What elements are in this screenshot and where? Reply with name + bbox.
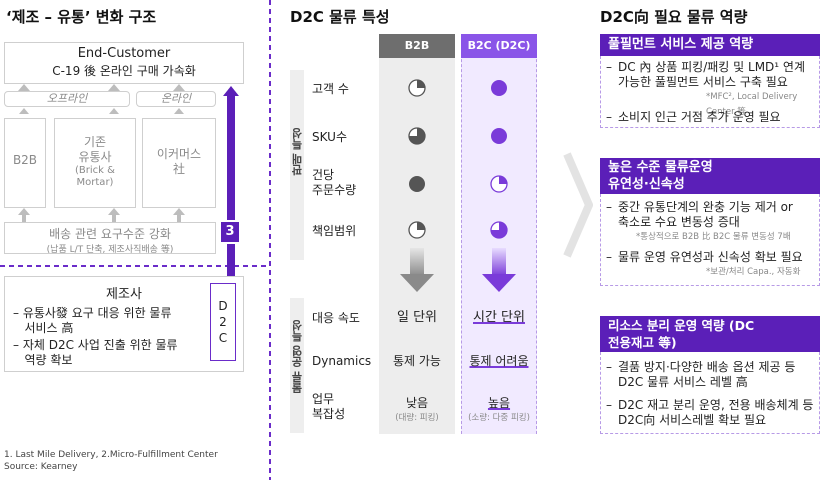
b2b-complexity: 낮음 (대량: 피킹): [379, 394, 455, 423]
d2c-vertical-label: D 2 C: [218, 299, 228, 345]
b2c-dynamics: 통제 어려움: [469, 354, 529, 368]
section1-note-1: *MFC², Local Delivery Center 等: [706, 92, 798, 117]
online-pill: 온라인: [136, 91, 216, 107]
harvey-b2b-sku: [408, 127, 426, 145]
row-label-sku: SKU수: [312, 130, 347, 144]
end-customer-box: End-Customer C-19 後 온라인 구매 가속화: [4, 42, 244, 84]
b2c-complexity: 높음 (소량: 다중 피킹): [461, 394, 537, 423]
chevron-right-icon: [563, 152, 593, 258]
harvey-b2b-customers: [408, 79, 426, 97]
b2b-box: B2B: [4, 118, 46, 208]
requirement-box: 배송 관련 요구수준 강화 (납품 L/T 단축, 제조사직배송 等): [4, 222, 216, 255]
section2-bullet-2-text: 물류 운영 유연성과 신속성 확보 필요: [618, 250, 803, 264]
section2-body: [600, 194, 820, 286]
row-label-order-qty: 건당 주문수량: [312, 168, 357, 197]
section3-body: [600, 352, 820, 434]
section2-header: 높은 수준 물류운영 유연성·신속성: [600, 158, 820, 194]
row-label-dynamics: Dynamics: [312, 354, 372, 368]
section1-bullet-2: – 소비지 인근 거점 추가 운영 필요: [606, 110, 816, 125]
step-badge: 3: [219, 220, 241, 244]
harvey-b2c-sku: [491, 128, 507, 144]
offline-pill: 오프라인: [4, 91, 130, 107]
purple-up-arrow: [223, 86, 239, 282]
section3-bullet-2: – D2C 재고 분리 운영, 전용 배송체계 등 D2C向 서비스레벨 확보 …: [606, 398, 816, 428]
harvey-b2c-responsibility: [490, 221, 508, 239]
group-sales-label: 판매 특성: [291, 128, 304, 176]
left-title: ‘제조 – 유통’ 변화 구조: [6, 8, 157, 26]
section2-note-2: *보관/처리 Capa., 자동화: [706, 267, 801, 277]
b2b-label: B2B: [12, 153, 38, 167]
harvey-b2c-order-qty: [490, 175, 508, 193]
section2-bullet-1-text: 중간 유통단계의 완충 기능 제거 or 축소로 수요 변동성 증대: [618, 200, 793, 229]
section3-header: 리소스 분리 운영 역량 (DC 전용재고 等): [600, 316, 820, 352]
b2c-complexity-value: 높음: [487, 396, 511, 410]
manufacturer-title: 제조사: [106, 287, 142, 302]
d2c-vertical-box: D 2 C: [210, 283, 236, 361]
section3-bullet-1: – 결품 방지·다양한 배송 옵션 제공 등 D2C 물류 서비스 레벨 高: [606, 360, 816, 390]
section1-bullet-1-text: DC 內 상품 피킹/패킹 및 LMD¹ 연계 가능한 풀필먼트 서비스 구축 …: [618, 60, 805, 89]
b2c-column-header: B2C (D2C): [461, 34, 537, 58]
up-arrows-low: [18, 208, 185, 222]
section1-bullet-2-text: 소비지 인근 거점 추가 운영 필요: [618, 110, 781, 124]
end-customer-sub: C-19 後 온라인 구매 가속화: [52, 64, 196, 78]
legacy-retailer-box: 기존 유통사 (Brick & Mortar): [54, 118, 136, 208]
b2c-complexity-sub: (소량: 다중 피킹): [468, 413, 530, 423]
section1-header: 풀필먼트 서비스 제공 역량: [600, 34, 820, 56]
group-logistics-bar: [290, 298, 304, 433]
legacy-sub: (Brick & Mortar): [75, 165, 115, 188]
b2b-dynamics: 통제 가능: [393, 354, 441, 368]
harvey-b2b-order-qty: [409, 176, 425, 192]
b2b-complexity-sub: (대량: 피킹): [395, 413, 439, 423]
ecommerce-label: 이커머스 社: [156, 147, 202, 176]
section2-bullet-1: – 중간 유통단계의 완충 기능 제거 or 축소로 수요 변동성 증대 *통상…: [606, 200, 816, 245]
group-sales-bar: [290, 70, 304, 260]
ecommerce-box: 이커머스 社: [142, 118, 216, 208]
legacy-label: 기존 유통사: [78, 135, 112, 164]
b2b-down-arrow: [400, 248, 434, 292]
section3-bullet-2-text: D2C 재고 분리 운영, 전용 배송체계 등 D2C向 서비스레벨 확보 필요: [618, 398, 814, 427]
section1-bullet-1: – DC 內 상품 피킹/패킹 및 LMD¹ 연계 가능한 풀필먼트 서비스 구…: [606, 60, 816, 120]
section3-bullet-1-text: 결품 방지·다양한 배송 옵션 제공 등 D2C 물류 서비스 레벨 高: [618, 360, 796, 389]
end-customer-title: End-Customer: [77, 46, 171, 61]
manufacturer-bullet-2: – 자체 D2C 사업 진출 위한 물류 역량 확보: [13, 338, 178, 367]
middle-title: D2C 물류 특성: [290, 8, 390, 26]
right-title: D2C向 필요 물류 역량: [600, 8, 748, 26]
manufacturer-bullet-1: – 유통사發 요구 대응 위한 물류 서비스 高: [13, 306, 172, 335]
footnote: 1. Last Mile Delivery, 2.Micro-Fulfillme…: [4, 450, 218, 460]
row-label-complexity: 업무 복잡성: [312, 392, 346, 421]
harvey-b2b-responsibility: [408, 221, 426, 239]
manufacturer-box: 제조사 – 유통사發 요구 대응 위한 물류 서비스 高 – 자체 D2C 사업…: [4, 276, 244, 372]
b2c-down-arrow: [482, 248, 516, 292]
section1-body: [600, 56, 820, 128]
group-logistics-label: 물류 운영 특성: [291, 320, 304, 394]
b2b-complexity-value: 낮음: [405, 396, 429, 410]
source: Source: Kearney: [4, 462, 78, 472]
up-arrows-mid: [19, 108, 184, 114]
requirement-sub: (납품 L/T 단축, 제조사직배송 等): [46, 245, 174, 255]
b2c-speed: 시간 단위: [473, 310, 525, 325]
row-label-customers: 고객 수: [312, 82, 349, 96]
row-label-speed: 대응 속도: [312, 311, 360, 325]
b2b-column-header: B2B: [379, 34, 455, 58]
requirement-title: 배송 관련 요구수준 강화: [49, 227, 171, 241]
b2b-speed: 일 단위: [396, 310, 437, 325]
row-label-responsibility: 책임범위: [312, 224, 357, 238]
section2-note-1: *통상적으로 B2B 比 B2C 물류 변동성 7배: [636, 232, 791, 242]
harvey-b2c-customers: [491, 80, 507, 96]
section2-bullet-2: – 물류 운영 유연성과 신속성 확보 필요 *보관/처리 Capa., 자동화: [606, 250, 816, 280]
